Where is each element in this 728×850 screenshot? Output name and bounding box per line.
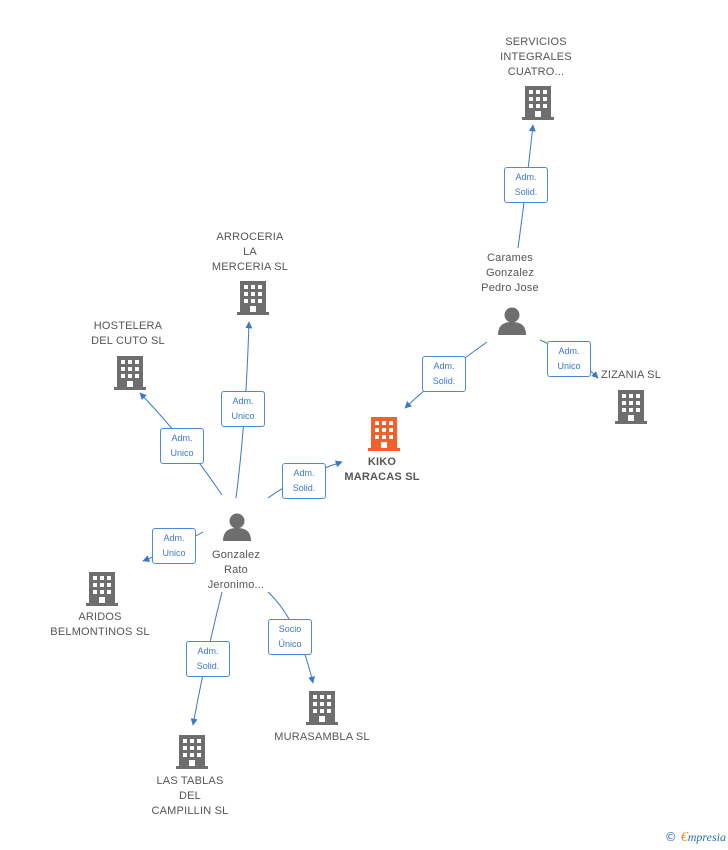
edge-label-line: Solid.	[514, 187, 538, 197]
node-kiko-label[interactable]: KIKO MARACAS SL	[332, 455, 432, 485]
label-line: BELMONTINOS SL	[50, 626, 150, 638]
building-icon[interactable]	[522, 86, 554, 120]
copyright-icon: ©	[664, 830, 677, 844]
label-line: Rato	[223, 564, 249, 576]
edge-label-caramez-zizania[interactable]: Adm. Unico	[547, 341, 591, 377]
node-caramez-label[interactable]: Carames Gonzalez Pedro Jose	[460, 251, 560, 296]
building-icon[interactable]	[306, 691, 338, 725]
edge-label-line: Unico	[231, 411, 255, 421]
edge-label-gonzalez-lastablas[interactable]: Adm. Solid.	[186, 641, 230, 677]
edge-label-gonzalez-kiko[interactable]: Adm. Solid.	[282, 463, 326, 499]
node-aridos-label[interactable]: ARIDOS BELMONTINOS SL	[40, 610, 160, 640]
node-servicios-label[interactable]: SERVICIOS INTEGRALES CUATRO...	[486, 35, 586, 80]
edge-label-line: Adm.	[433, 361, 455, 371]
edge-label-line: Unico	[557, 361, 581, 371]
person-icon[interactable]	[498, 307, 526, 336]
brand-logo-initial: €	[680, 830, 688, 845]
edge-label-line: Solid.	[196, 661, 220, 671]
building-icon[interactable]	[615, 390, 647, 424]
edge-label-line: Solid.	[432, 376, 456, 386]
edge-label-line: Adm.	[558, 346, 580, 356]
node-murasambla-label[interactable]: MURASAMBLA SL	[262, 730, 382, 745]
edge-label-caramez-kiko[interactable]: Adm. Solid.	[422, 356, 466, 392]
label-line: Gonzalez	[485, 267, 535, 279]
edge-label-line: Unico	[170, 448, 194, 458]
label-line: ZIZANIA SL	[600, 369, 662, 381]
label-line: Pedro Jose	[481, 282, 539, 294]
label-line: Gonzalez	[211, 549, 261, 561]
label-line: ARROCERIA	[216, 231, 284, 243]
edge-label-line: Adm.	[197, 646, 219, 656]
edge-label-line: Socio	[278, 624, 302, 634]
label-line: DEL	[179, 790, 201, 802]
label-line: CAMPILLIN SL	[151, 805, 229, 817]
edge-label-line: Solid.	[292, 483, 316, 493]
edge-label-gonzalez-hostelera[interactable]: Adm. Unico	[160, 428, 204, 464]
edge-label-gonzalez-murasambla[interactable]: Socio Único	[268, 619, 312, 655]
building-icon[interactable]	[368, 417, 400, 451]
label-line: Carames	[486, 252, 534, 264]
edge-label-line: Único	[278, 639, 302, 649]
node-zizania-label[interactable]: ZIZANIA SL	[596, 368, 666, 383]
node-gonzalez-label[interactable]: Gonzalez Rato Jeronimo...	[186, 548, 286, 593]
label-line: DEL CUTO SL	[91, 335, 165, 347]
label-line: INTEGRALES	[500, 51, 572, 63]
node-lastablas-label[interactable]: LAS TABLAS DEL CAMPILLIN SL	[140, 774, 240, 819]
building-icon[interactable]	[114, 356, 146, 390]
label-line: MERCERIA SL	[211, 261, 289, 273]
label-line: CUATRO...	[507, 66, 565, 78]
label-line: ARIDOS	[78, 611, 122, 623]
person-icon[interactable]	[223, 513, 251, 542]
label-line: KIKO	[367, 456, 397, 468]
label-line: HOSTELERA	[93, 320, 163, 332]
edge-label-gonzalez-arroceria[interactable]: Adm. Unico	[221, 391, 265, 427]
node-hostelera-label[interactable]: HOSTELERA DEL CUTO SL	[78, 319, 178, 349]
edge-label-line: Adm.	[232, 396, 254, 406]
label-line: SERVICIOS	[505, 36, 567, 48]
label-line: MURASAMBLA SL	[274, 731, 370, 743]
building-icon[interactable]	[237, 281, 269, 315]
label-line: LA	[243, 246, 257, 258]
edge-label-line: Adm.	[515, 172, 537, 182]
brand-footer[interactable]: ©€mpresia	[665, 830, 726, 846]
edges	[139, 124, 599, 726]
building-icon[interactable]	[86, 572, 118, 606]
edge-label-gonzalez-aridos[interactable]: Adm. Unico	[152, 528, 196, 564]
edge-label-caramez-servicios[interactable]: Adm. Solid.	[504, 167, 548, 203]
label-line: MARACAS SL	[344, 471, 420, 483]
edge-label-line: Adm.	[293, 468, 315, 478]
label-line: Jeronimo...	[207, 579, 265, 591]
label-line: LAS TABLAS	[156, 775, 224, 787]
node-arroceria-label[interactable]: ARROCERIA LA MERCERIA SL	[200, 230, 300, 275]
building-icon[interactable]	[176, 735, 208, 769]
edge-label-line: Adm.	[163, 533, 185, 543]
edge-label-line: Adm.	[171, 433, 193, 443]
edge-label-line: Unico	[162, 548, 186, 558]
brand-logo-text: mpresia	[687, 830, 726, 844]
